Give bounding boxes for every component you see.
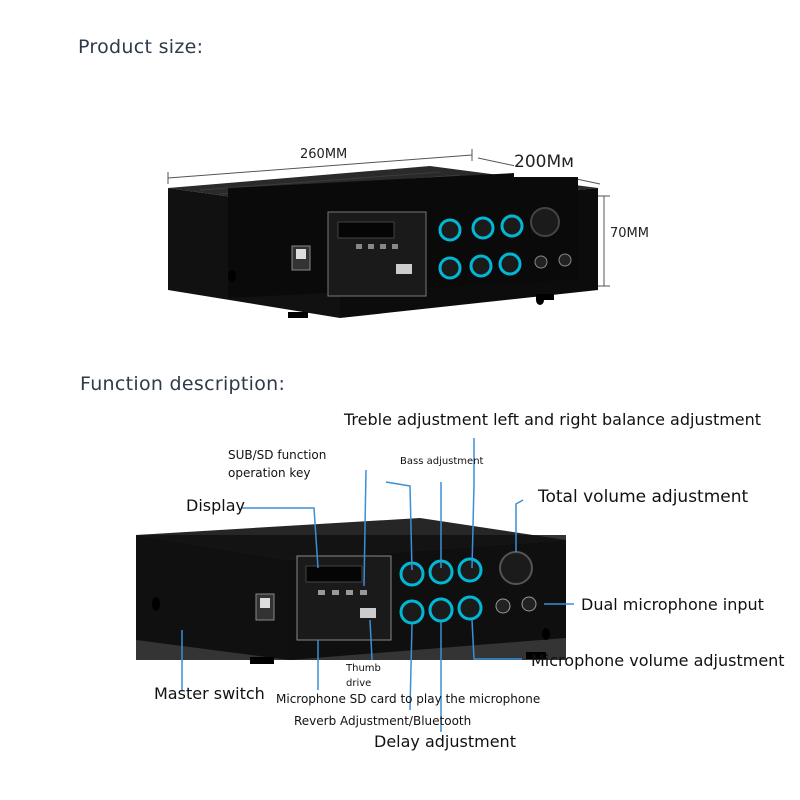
- callout-lines: [181, 438, 574, 732]
- label-display: Display: [186, 496, 245, 515]
- label-mic-sd: Microphone SD card to play the microphon…: [276, 692, 541, 706]
- knobs-top: [438, 207, 572, 280]
- function-description-heading: Function description:: [80, 373, 286, 395]
- dimension-width: 260MM: [300, 147, 348, 162]
- product-size-heading: Product size:: [78, 36, 204, 58]
- label-total-volume: Total volume adjustment: [538, 487, 749, 507]
- label-delay: Delay adjustment: [374, 732, 516, 751]
- label-dual-mic: Dual microphone input: [581, 595, 764, 614]
- label-sub-sd-line2: operation key: [228, 466, 311, 480]
- label-mic-volume: Microphone volume adjustment: [531, 651, 785, 670]
- label-sub-sd-key: SUB/SD function operation key: [228, 446, 326, 482]
- label-master-switch: Master switch: [154, 684, 265, 703]
- label-thumb-drive: Thumb drive: [346, 661, 381, 691]
- total-volume-knob: [499, 551, 533, 585]
- label-sub-sd-line1: SUB/SD function: [228, 448, 327, 462]
- mic-jack-2: [521, 596, 537, 612]
- dimension-depth: 200Mм: [514, 147, 604, 177]
- label-thumb-line2: drive: [346, 678, 372, 689]
- dimension-height: 70MM: [610, 226, 649, 241]
- label-treble-balance: Treble adjustment left and right balance…: [344, 410, 762, 429]
- label-bass: Bass adjustment: [400, 456, 484, 467]
- label-thumb-line1: Thumb: [346, 663, 381, 674]
- label-reverb-bluetooth: Reverb Adjustment/Bluetooth: [294, 714, 472, 728]
- mic-jack-1: [495, 598, 511, 614]
